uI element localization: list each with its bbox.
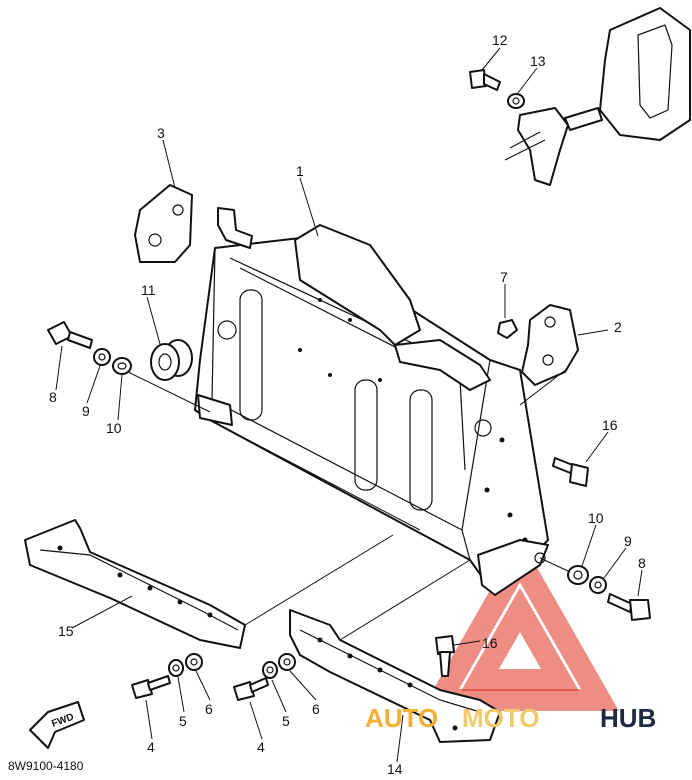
label-part-5-right: 5 bbox=[282, 713, 290, 729]
label-part-11: 11 bbox=[141, 282, 156, 298]
watermark-text: AUTO MOTO HUB bbox=[365, 703, 656, 733]
label-part-15: 15 bbox=[58, 623, 74, 639]
label-part-8-left: 8 bbox=[49, 389, 57, 405]
bolt-part-16-lower bbox=[435, 635, 455, 677]
label-part-2: 2 bbox=[614, 319, 622, 335]
label-part-16-lower: 16 bbox=[482, 635, 498, 651]
label-part-12: 12 bbox=[492, 32, 508, 48]
watermark-moto: MOTO bbox=[462, 703, 540, 733]
washer-part-9-right bbox=[589, 576, 607, 594]
bolt-part-4-right bbox=[233, 677, 269, 701]
drawing-code: 8W9100-4180 bbox=[8, 759, 84, 773]
bolt-part-16-right bbox=[552, 457, 589, 487]
bracket-part-3 bbox=[134, 184, 193, 263]
watermark-logo bbox=[421, 537, 619, 711]
label-part-1: 1 bbox=[296, 163, 304, 179]
label-part-9-left: 9 bbox=[82, 403, 90, 419]
label-part-8-right: 8 bbox=[638, 555, 646, 571]
label-part-16-right: 16 bbox=[602, 417, 618, 433]
label-part-10-left: 10 bbox=[106, 420, 122, 436]
label-leader-lines bbox=[55, 47, 643, 763]
watermark-auto: AUTO bbox=[365, 703, 438, 733]
watermark-hub: HUB bbox=[600, 703, 656, 733]
washer-part-13 bbox=[507, 93, 525, 109]
bolt-part-4-left bbox=[131, 675, 171, 699]
fwd-direction-marker: FWD bbox=[29, 701, 85, 749]
main-frame-bracket bbox=[194, 207, 549, 596]
washer-part-5-left bbox=[168, 659, 184, 677]
washer-part-6-left bbox=[185, 653, 203, 671]
rubber-mount-part-11 bbox=[150, 339, 193, 381]
washer-part-5-right bbox=[262, 661, 278, 679]
bolt-part-8-right bbox=[607, 593, 651, 621]
label-part-7: 7 bbox=[500, 269, 508, 285]
label-part-9-right: 9 bbox=[624, 533, 632, 549]
washer-part-10-left bbox=[112, 357, 132, 375]
label-part-6-right: 6 bbox=[312, 701, 320, 717]
label-part-5-left: 5 bbox=[179, 713, 187, 729]
nut-part-7 bbox=[497, 319, 518, 339]
label-part-3: 3 bbox=[157, 125, 165, 141]
washer-part-9-left bbox=[93, 348, 111, 366]
label-part-10-right: 10 bbox=[588, 510, 604, 526]
bolt-part-8-left bbox=[47, 321, 93, 349]
label-part-4-left: 4 bbox=[147, 739, 155, 755]
label-part-4-right: 4 bbox=[257, 739, 265, 755]
bolt-part-12 bbox=[469, 69, 501, 91]
washer-part-10-right bbox=[567, 565, 589, 585]
label-part-6-left: 6 bbox=[205, 701, 213, 717]
part-number-labels: 1 2 3 4 4 5 5 6 6 7 8 8 9 9 10 10 11 12 … bbox=[49, 32, 646, 777]
bracket-part-2 bbox=[521, 304, 579, 386]
washer-part-6-right bbox=[278, 653, 296, 671]
assembly-guide-lines bbox=[127, 367, 571, 641]
label-part-14: 14 bbox=[387, 761, 403, 777]
label-part-13: 13 bbox=[530, 53, 546, 69]
grab-handle bbox=[504, 7, 691, 186]
